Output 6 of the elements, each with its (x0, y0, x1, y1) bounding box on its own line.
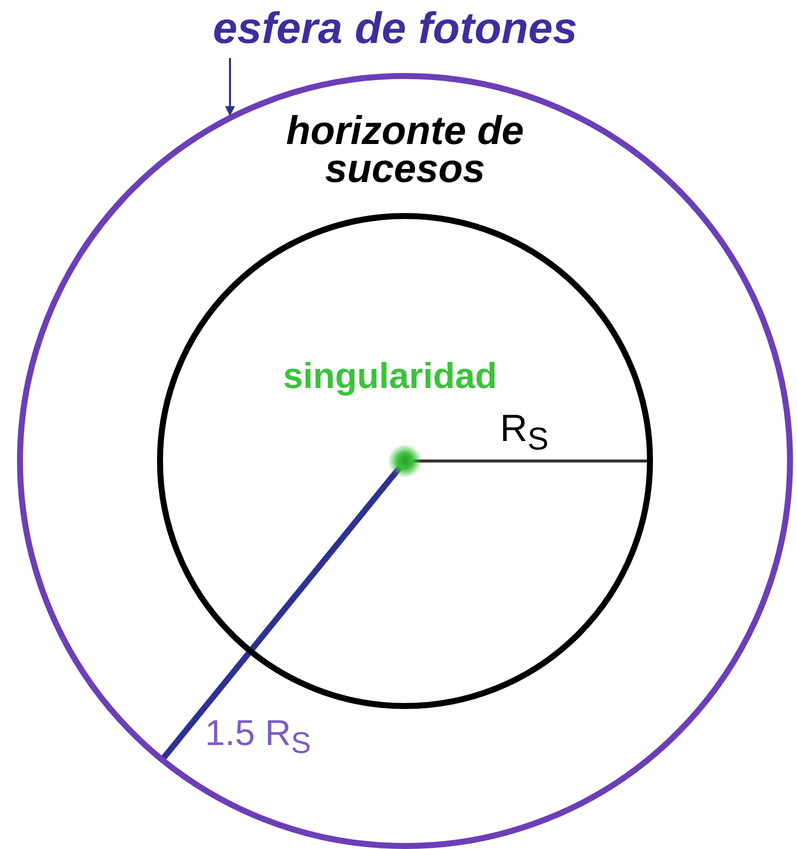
dimension-label: R$_{S}$ (500, 408, 549, 458)
dimension-label: 1.5 R$_{S}$ (205, 712, 312, 762)
node-label: esfera de fotones (212, 4, 578, 54)
leader-line (225, 58, 235, 116)
point-label: singularidad (282, 355, 498, 397)
circle-label: horizonte de sucesos (285, 112, 525, 188)
